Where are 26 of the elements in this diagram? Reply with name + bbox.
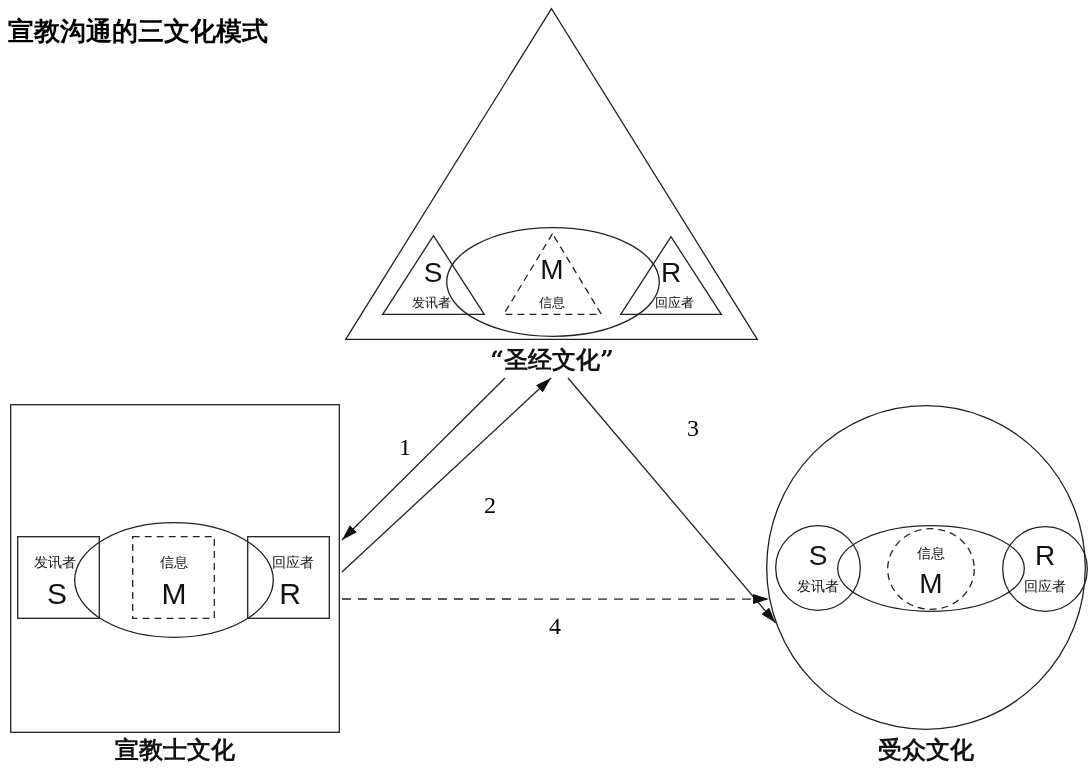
role-label: 回应者: [272, 555, 314, 569]
role-label: 发讯者: [34, 555, 76, 569]
arrow: [341, 377, 552, 573]
role-label: 回应者: [1024, 579, 1066, 593]
diagram-title: 宣教沟通的三文化模式: [8, 18, 268, 44]
letter-label: R: [660, 259, 682, 287]
role-label: 发讯者: [797, 579, 839, 593]
letter-label: S: [808, 542, 828, 570]
letter-label: R: [1034, 542, 1056, 570]
culture-label: 宣教士文化: [115, 738, 235, 762]
arrow: [341, 377, 506, 541]
culture-label: 受众文化: [878, 738, 974, 762]
culture-label: “圣经文化”: [490, 348, 614, 372]
letter-label: S: [47, 579, 67, 609]
letter-label: M: [161, 579, 187, 609]
letter-label: M: [540, 256, 564, 284]
role-label: 信息: [160, 555, 188, 569]
role-label: 回应者: [654, 295, 694, 309]
letter-label: R: [279, 579, 301, 609]
letter-label: S: [423, 259, 443, 287]
arrow: [341, 594, 770, 605]
letter-label: M: [919, 570, 943, 598]
role-label: 信息: [917, 546, 945, 560]
arrow: [567, 377, 777, 624]
role-label: 发讯者: [411, 295, 451, 309]
role-label: 信息: [539, 295, 565, 309]
